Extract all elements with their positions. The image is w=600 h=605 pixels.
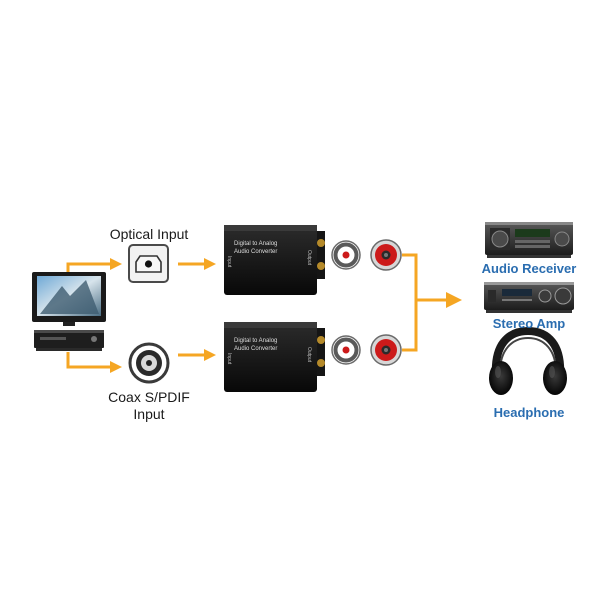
converter-side-output-label: Output <box>306 347 312 363</box>
converter-title-line1: Digital to Analog <box>234 241 277 247</box>
dvd-player-icon <box>34 330 104 351</box>
headphone-icon <box>489 326 567 395</box>
arrow-to-coax-icon <box>110 361 122 373</box>
converter-box-bottom: Digital to Analog Audio Converter Input … <box>224 322 325 392</box>
arrow-to-optical-icon <box>110 258 122 270</box>
stereo-amp-icon <box>484 282 574 313</box>
optical-input-label: Optical Input <box>109 226 189 242</box>
source-arrows <box>66 262 110 369</box>
rca-red-bottom-icon <box>370 334 402 366</box>
converter-side-output-label: Output <box>306 250 312 266</box>
converter-title-line2: Audio Converter <box>234 346 277 352</box>
converter-side-input-label: Input <box>226 256 232 268</box>
audio-receiver-label: Audio Receiver <box>481 261 577 276</box>
arrow-to-converter-bottom-icon <box>204 349 216 361</box>
optical-connector-icon <box>128 244 169 283</box>
rca-red-top-icon <box>370 239 402 271</box>
coax-input-label-line1: Coax S/PDIF <box>108 389 190 405</box>
audio-receiver-icon <box>485 222 573 258</box>
arrow-to-converter-top-icon <box>204 258 216 270</box>
converter-title-line2: Audio Converter <box>234 249 277 255</box>
input-to-converter-arrows <box>178 262 204 357</box>
converter-box-top: Digital to Analog Audio Converter Input … <box>224 225 325 295</box>
headphone-label: Headphone <box>493 405 565 420</box>
arrow-to-outputs-icon <box>446 292 462 308</box>
tv-icon <box>32 272 106 326</box>
output-merge-arrows <box>402 253 448 352</box>
converter-title-line1: Digital to Analog <box>234 338 277 344</box>
rca-white-top-icon <box>331 240 361 270</box>
coax-input-label-line2: Input <box>133 406 165 422</box>
rca-white-bottom-icon <box>331 335 361 365</box>
coax-connector-icon <box>128 342 170 384</box>
stereo-amp-label: Stereo Amp <box>492 316 566 331</box>
converter-side-input-label: Input <box>226 353 232 365</box>
